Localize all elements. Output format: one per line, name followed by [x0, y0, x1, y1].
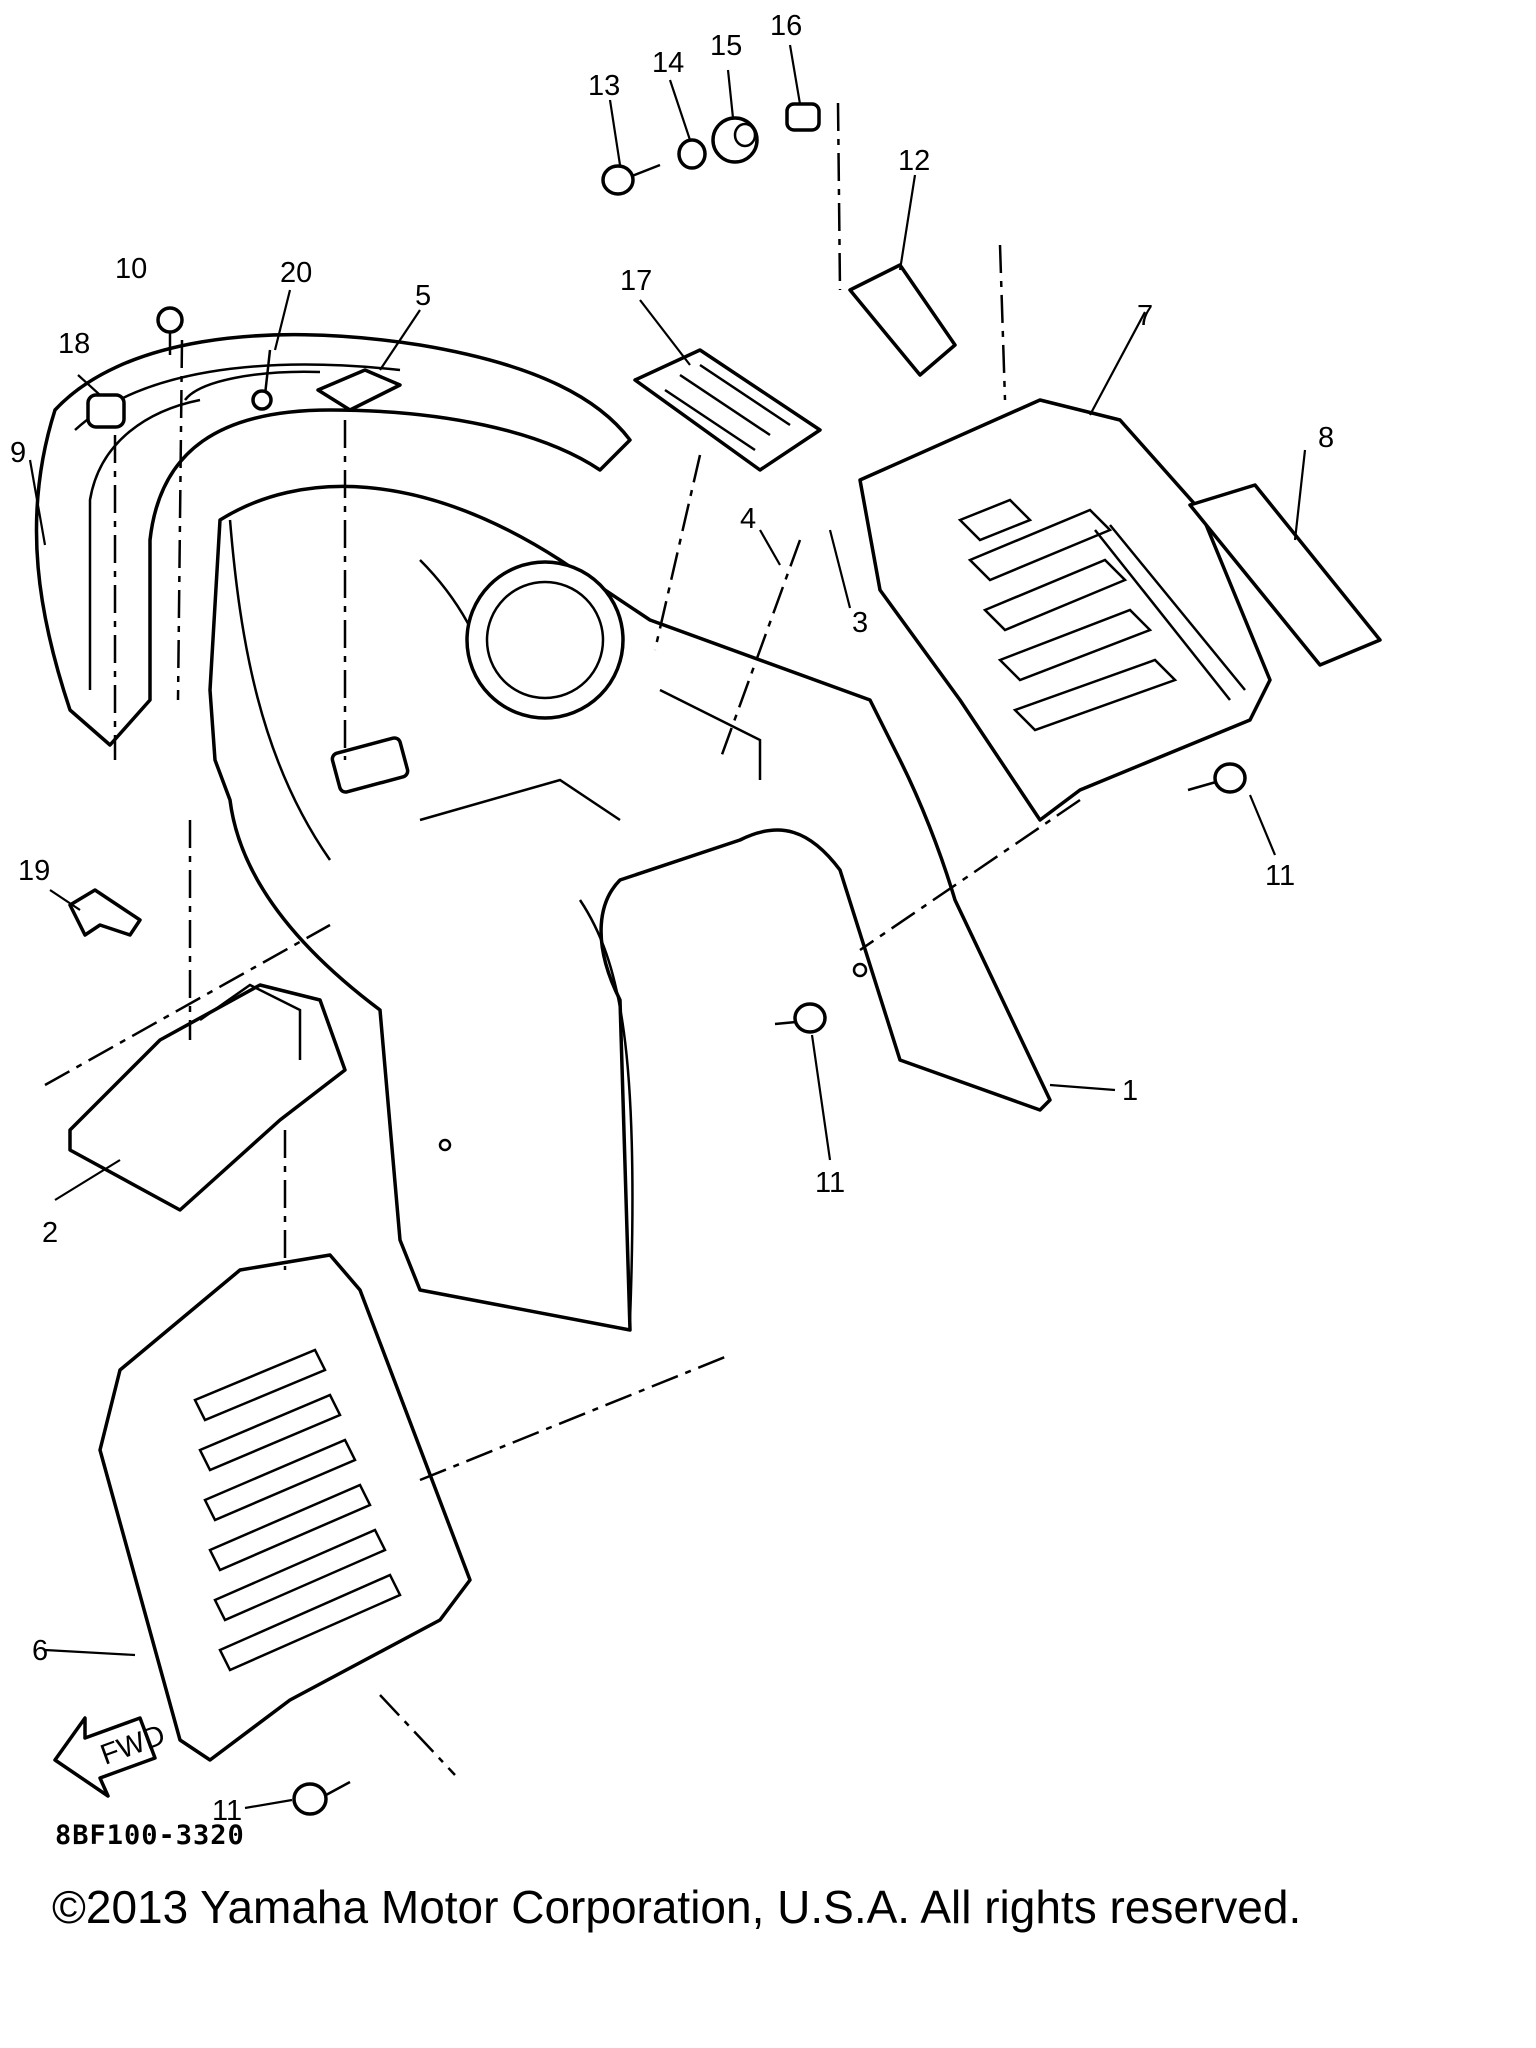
part-2-inner-panel	[68, 983, 347, 1212]
callout-17: 17	[620, 265, 652, 297]
part-15-collar	[711, 116, 759, 164]
callout-13: 13	[588, 70, 620, 102]
part-7-upper-panel	[858, 398, 1272, 822]
callout-8: 8	[1318, 422, 1334, 454]
part-5-clip	[316, 368, 402, 412]
callout-9: 9	[10, 437, 26, 469]
callout-3: 3	[852, 607, 868, 639]
callout-11-center: 11	[815, 1167, 845, 1199]
fwd-arrow-icon: FWD	[53, 1716, 169, 1798]
callout-6: 6	[32, 1635, 48, 1667]
callout-4: 4	[740, 503, 756, 535]
callout-12: 12	[898, 145, 930, 177]
callout-5: 5	[415, 280, 431, 312]
part-16-spacer	[785, 102, 821, 132]
part-20-rivet	[251, 349, 273, 411]
part-17-decal	[633, 348, 822, 472]
part-8-pad	[1188, 483, 1382, 667]
part-13-bolt	[601, 163, 661, 196]
part-11-bolt-bottom	[292, 1780, 351, 1816]
part-12-bracket	[848, 263, 957, 377]
callout-numbers: 1 2 3 4 5 6 7 8 9 10 11 11 11 12 13 14 1…	[10, 10, 1334, 1827]
leader-lines	[28, 44, 1307, 1810]
callout-18: 18	[58, 328, 90, 360]
part-11-bolt-right	[1187, 762, 1247, 794]
callout-11-right: 11	[1265, 860, 1295, 892]
part-11-bolt-center	[774, 1002, 827, 1034]
drawing-code: 8BF100-3320	[55, 1820, 245, 1851]
callout-14: 14	[652, 47, 684, 79]
part-6-side-panel	[98, 1253, 472, 1762]
callout-16: 16	[770, 10, 802, 42]
callout-19: 19	[18, 855, 50, 887]
part-1-front-body-cover	[208, 484, 1052, 1332]
callout-7: 7	[1137, 300, 1153, 332]
callout-20: 20	[280, 257, 312, 289]
callout-1: 1	[1122, 1075, 1138, 1107]
callout-2: 2	[42, 1217, 58, 1249]
copyright-notice: ©2013 Yamaha Motor Corporation, U.S.A. A…	[52, 1881, 1302, 1933]
part-19-clamp	[68, 888, 142, 937]
part-10-screw	[156, 306, 184, 355]
part-14-washer	[677, 138, 707, 170]
callout-10: 10	[115, 253, 147, 285]
callout-15: 15	[710, 30, 742, 62]
part-18-grommet	[86, 393, 126, 429]
callout-11-bottom: 11	[212, 1795, 242, 1827]
assembly-lines	[44, 102, 1081, 1776]
